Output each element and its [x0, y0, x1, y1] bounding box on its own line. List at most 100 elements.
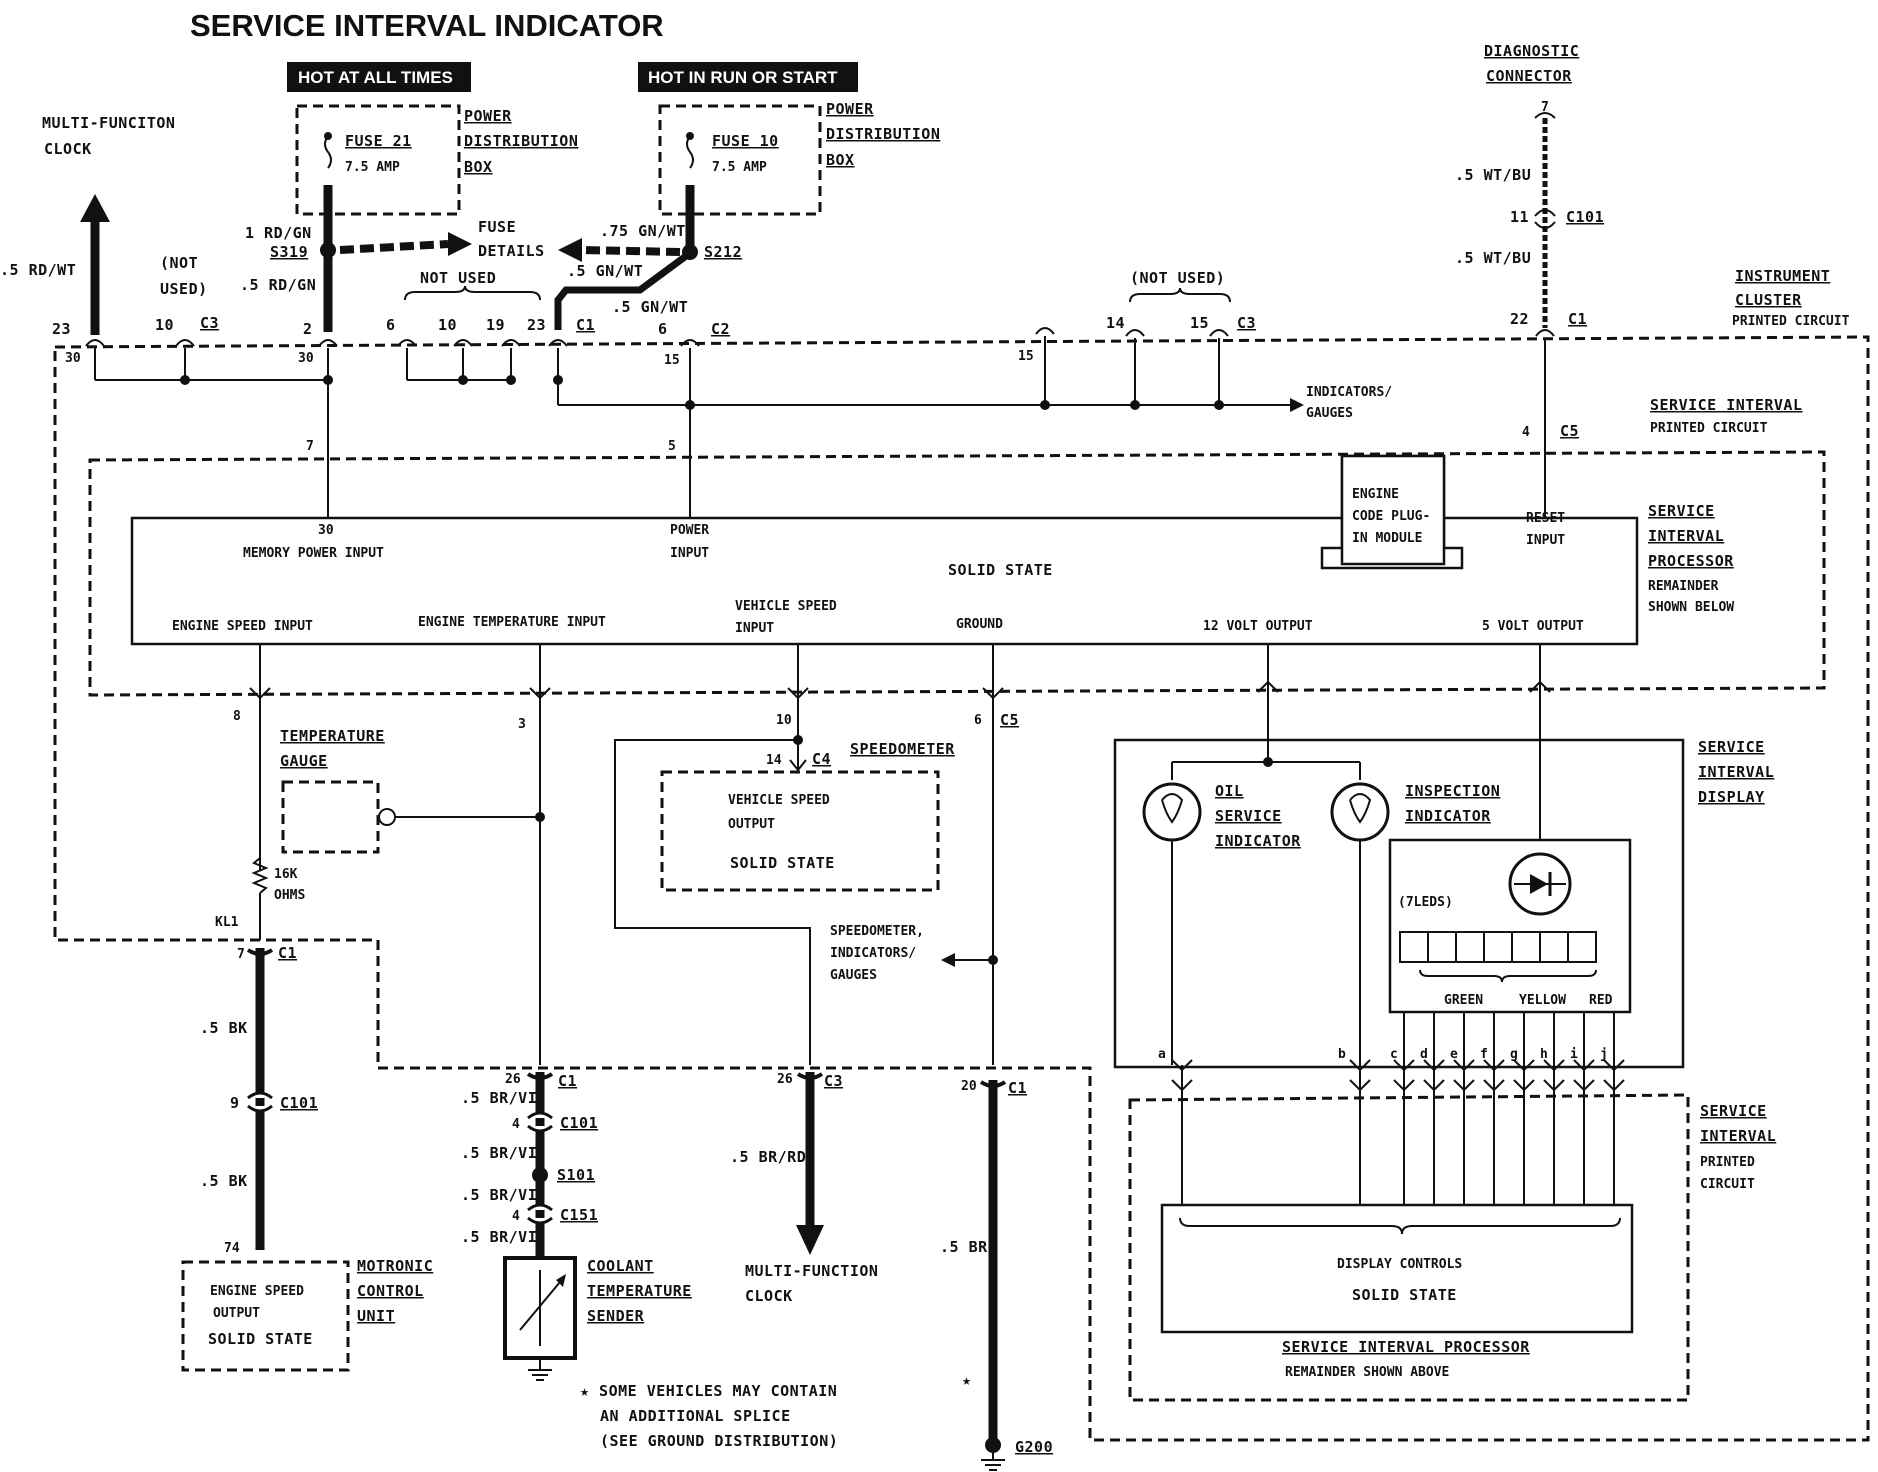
pin-26: 26 — [505, 1072, 521, 1087]
wire-label-wtbu1: .5 WT/BU — [1455, 166, 1531, 184]
conn-c2: C2 — [711, 320, 730, 338]
fuse21-name: FUSE 21 — [345, 132, 412, 150]
conn-c4: C4 — [812, 750, 831, 768]
oil-service-filament — [1161, 793, 1184, 824]
sip-bottom-line1: SERVICE INTERVAL PROCESSOR — [1282, 1338, 1530, 1356]
temp-gauge-line2: GAUGE — [280, 752, 328, 770]
motronic-box-line1: ENGINE SPEED — [210, 1284, 304, 1299]
v12-output: 12 VOLT OUTPUT — [1203, 619, 1313, 634]
pin-7-diag: 7 — [1541, 100, 1549, 115]
note-line2: AN ADDITIONAL SPLICE — [600, 1407, 791, 1425]
reset-input-line2: INPUT — [1526, 533, 1565, 548]
pin-11: 11 — [1510, 208, 1529, 226]
pin-5: 5 — [668, 439, 676, 454]
oil-service-line2: SERVICE — [1215, 807, 1282, 825]
wire-label-brvi1: .5 BR/VI — [461, 1089, 537, 1107]
pin-4b: 4 — [512, 1117, 520, 1132]
pin-10b: 10 — [438, 316, 457, 334]
line-e: e — [1450, 1047, 1458, 1062]
fuse10-box — [658, 104, 822, 216]
splice-s101-dot — [532, 1167, 548, 1183]
wire-label-bk2: .5 BK — [200, 1172, 248, 1190]
star-marker: ★ — [962, 1371, 972, 1389]
temp-gauge-line1: TEMPERATURE — [280, 727, 385, 745]
temp-gauge-terminal — [378, 808, 396, 826]
wire-label-brvi4: .5 BR/VI — [461, 1228, 537, 1246]
speedo-ind-line3: GAUGES — [830, 968, 877, 983]
pdb1-line1: POWER — [464, 107, 512, 125]
coolant-line1: COOLANT — [587, 1257, 654, 1275]
engine-code-line3: IN MODULE — [1352, 531, 1422, 546]
motronic-line2: CONTROL — [357, 1282, 424, 1300]
speedometer-label: SPEEDOMETER — [850, 740, 955, 758]
line-c: c — [1390, 1047, 1398, 1062]
led-output-chevrons — [1171, 1059, 1625, 1092]
svc-pc-bot-line1: SERVICE — [1700, 1102, 1767, 1120]
svc-pc-top-line2: PRINTED CIRCUIT — [1650, 421, 1768, 436]
internal-bus — [94, 336, 1546, 452]
line-f: f — [1480, 1047, 1488, 1062]
instrument-cluster-outline — [53, 335, 1870, 1442]
pdb2-line2: DISTRIBUTION — [826, 125, 940, 143]
inspection-bulb-icon — [1330, 782, 1390, 842]
line-g: g — [1510, 1047, 1518, 1062]
display-controls-brace — [1179, 1217, 1621, 1235]
speedo-box-line2: OUTPUT — [728, 817, 775, 832]
oil-service-bulb-icon — [1142, 782, 1202, 842]
wire-gnwt-branch — [554, 253, 689, 330]
engine-code-plugin-face — [1340, 454, 1446, 566]
conn-c3-c: C3 — [824, 1072, 843, 1090]
pin-6: 6 — [386, 316, 396, 334]
line-a: a — [1158, 1047, 1166, 1062]
pin-20: 20 — [961, 1079, 977, 1094]
inspection-line1: INSPECTION — [1405, 782, 1500, 800]
pin-6b: 6 — [658, 320, 668, 338]
splice-s101: S101 — [557, 1166, 595, 1184]
pin-22: 22 — [1510, 310, 1529, 328]
wire-label-rdwt: .5 RD/WT — [0, 261, 76, 279]
processor-pin-chevrons — [249, 680, 1551, 700]
conn-kl1: KL1 — [215, 915, 239, 930]
led-segments — [1399, 931, 1597, 963]
svc-pc-bot-line4: CIRCUIT — [1700, 1177, 1755, 1192]
sip-bottom-line2: REMAINDER SHOWN ABOVE — [1285, 1365, 1449, 1380]
ground-output: GROUND — [956, 617, 1003, 632]
pdb2-line1: POWER — [826, 100, 874, 118]
not-used-1-line2: USED) — [160, 280, 208, 298]
pdb1-line2: DISTRIBUTION — [464, 132, 578, 150]
motronic-box-line2: OUTPUT — [213, 1306, 260, 1321]
splice-s212: S212 — [704, 243, 742, 261]
pin-4c: 4 — [512, 1209, 520, 1224]
power-input-line2: INPUT — [670, 546, 709, 561]
ground-g200-dot — [985, 1437, 1001, 1453]
engine-temp-input: ENGINE TEMPERATURE INPUT — [418, 615, 606, 630]
display-controls-line1: DISPLAY CONTROLS — [1337, 1257, 1462, 1272]
fuse10-element — [686, 135, 694, 169]
c3-brrd-arc — [796, 1072, 824, 1080]
conn-c3-b: C3 — [1237, 314, 1256, 332]
service-interval-pc-outline — [88, 450, 1826, 697]
mfc-top-arrow — [80, 194, 110, 222]
c1-brvi-arc — [526, 1072, 554, 1080]
wire-label-wtbu2: .5 WT/BU — [1455, 249, 1531, 267]
line-j: j — [1600, 1047, 1608, 1062]
inst-cluster-line1: INSTRUMENT — [1735, 267, 1830, 285]
splice-s319: S319 — [270, 243, 308, 261]
mfc-top-line2: CLOCK — [44, 140, 92, 158]
wire-12v-drops — [1171, 762, 1361, 780]
conn-c1-br: C1 — [1008, 1079, 1027, 1097]
sid-line1: SERVICE — [1698, 738, 1765, 756]
vehicle-speed-input-line1: VEHICLE SPEED — [735, 599, 837, 614]
conn-c1-kl1: C1 — [278, 944, 297, 962]
motronic-box — [181, 1260, 350, 1372]
wire-label-gnwt5b: .5 GN/WT — [612, 298, 688, 316]
inspection-filament — [1349, 793, 1372, 824]
wire-label-rdgn1: 1 RD/GN — [245, 224, 312, 242]
svc-pc-top-line1: SERVICE INTERVAL — [1650, 396, 1803, 414]
motronic-box-line3: SOLID STATE — [208, 1330, 313, 1348]
inst-cluster-line2: CLUSTER — [1735, 291, 1802, 309]
conn-c1-brvi: C1 — [558, 1072, 577, 1090]
led-count: (7LEDS) — [1398, 895, 1453, 910]
diagram-title: SERVICE INTERVAL INDICATOR — [190, 8, 664, 43]
